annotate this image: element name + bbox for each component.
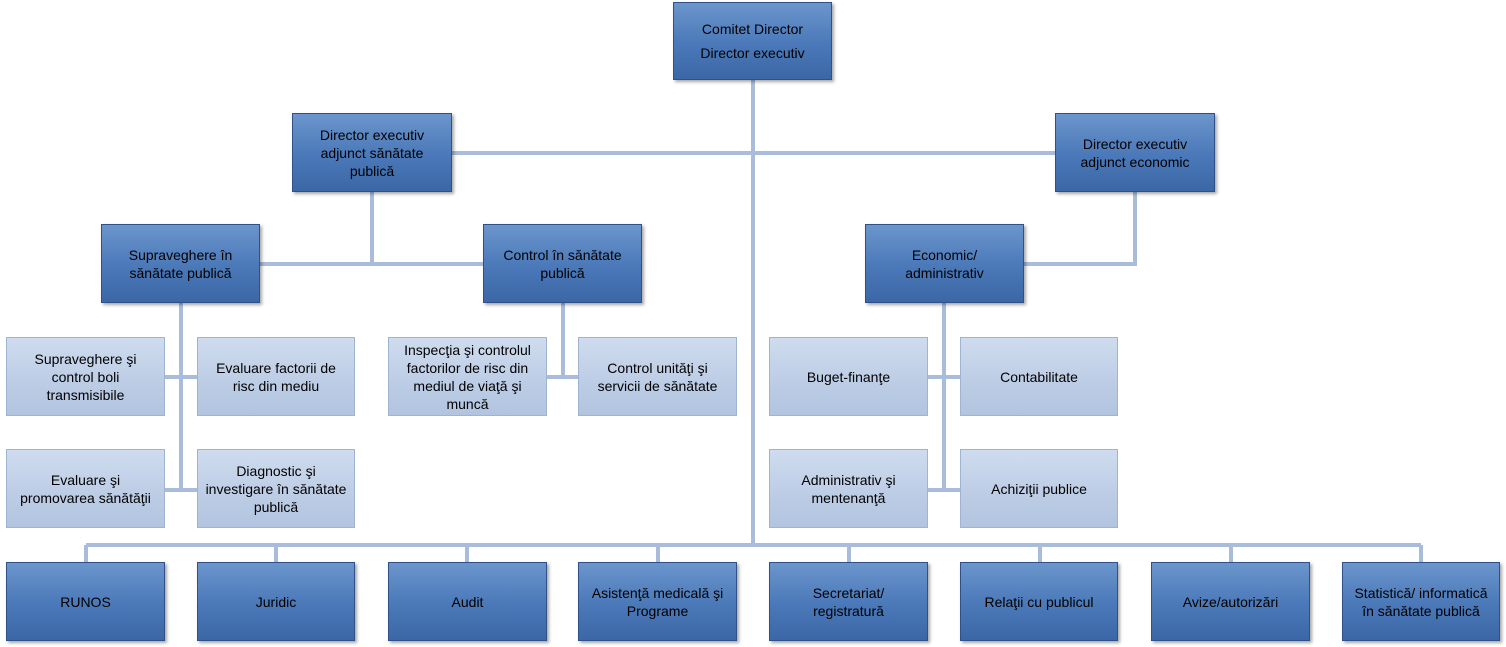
node-dept-secretariat: Secretariat/ registratură (769, 562, 928, 641)
node-communicable-diseases: Supraveghere şi control boli transmisibi… (6, 337, 165, 416)
node-budget: Buget-finanţe (769, 337, 928, 416)
node-maintenance: Administrativ şi mentenanţă (769, 449, 928, 528)
node-top-line2: Director executiv (700, 45, 805, 61)
node-environment-risk: Evaluare factorii de risc din mediu (197, 337, 355, 416)
node-surveillance: Supraveghere în sănătate publică (101, 224, 260, 303)
node-dept-runos: RUNOS (6, 562, 165, 641)
connector-right-deputy (1024, 192, 1137, 266)
node-diagnostic: Diagnostic şi investigare în sănătate pu… (197, 449, 355, 528)
node-economic-admin: Economic/ administrativ (865, 224, 1024, 303)
node-deputy-public-health: Director executiv adjunct sănătate publi… (292, 113, 452, 192)
node-inspection: Inspecţia şi controlul factorilor de ris… (388, 337, 547, 416)
node-units-control: Control unităţi şi servicii de sănătate (578, 337, 737, 416)
node-accounting: Contabilitate (960, 337, 1118, 416)
node-dept-medical: Asistenţă medicală şi Programe (578, 562, 737, 641)
node-health-promotion: Evaluare şi promovarea sănătăţii (6, 449, 165, 528)
node-comitet-director: Comitet Director Director executiv (673, 2, 832, 80)
node-dept-audit: Audit (388, 562, 547, 641)
node-control: Control în sănătate publică (483, 224, 642, 303)
node-dept-public-relations: Relaţii cu publicul (960, 562, 1118, 641)
node-top-line1: Comitet Director (701, 21, 804, 37)
node-procurement: Achiziţii publice (960, 449, 1118, 528)
node-dept-authorizations: Avize/autorizări (1151, 562, 1310, 641)
node-dept-statistics: Statistică/ informatică în sănătate publ… (1342, 562, 1500, 641)
node-dept-juridic: Juridic (197, 562, 355, 641)
node-deputy-economic: Director executiv adjunct economic (1055, 113, 1215, 192)
